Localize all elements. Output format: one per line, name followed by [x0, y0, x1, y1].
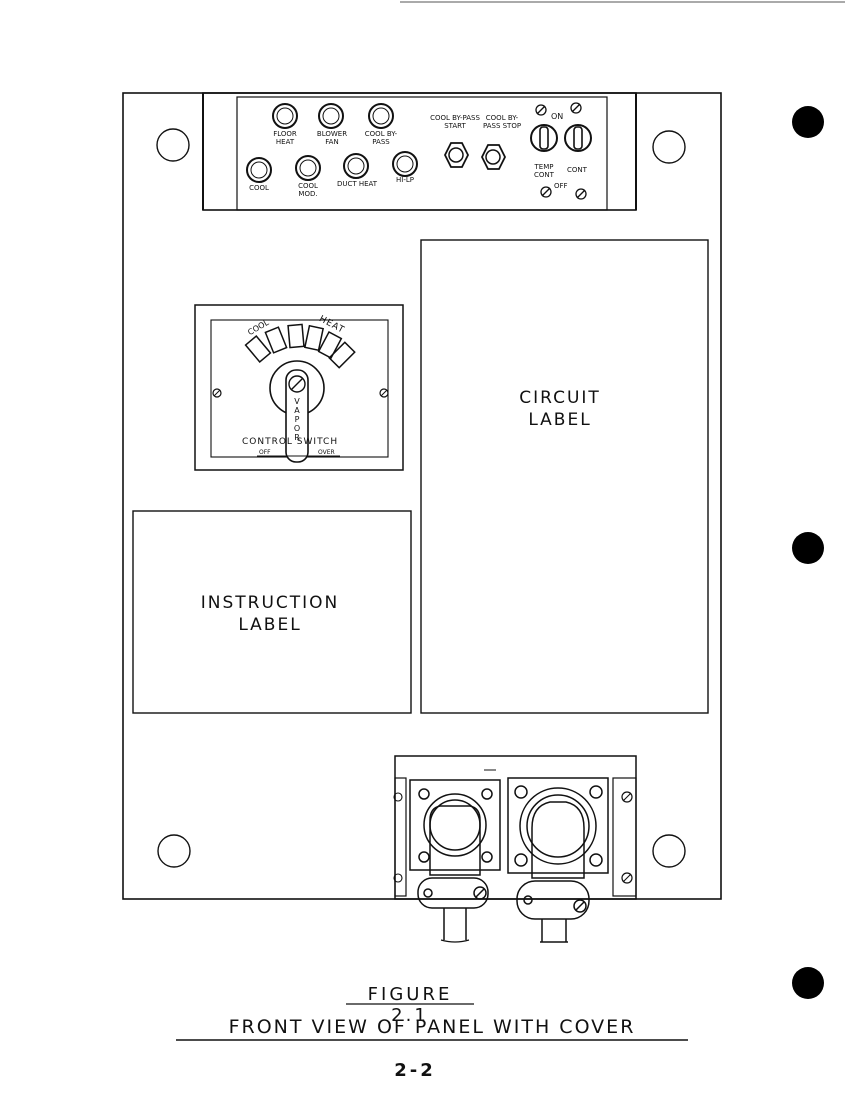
label-hi-lp: HI-LP	[396, 176, 414, 184]
instruction-label-box	[132, 510, 412, 714]
mount-hole-bl	[157, 834, 191, 868]
label-cool-bypass: COOL BY-PASS	[364, 130, 398, 146]
toggle-switch-cont[interactable]	[564, 124, 592, 152]
binder-hole-bottom	[792, 967, 824, 999]
figure-number: FIGURE 2.1	[367, 984, 453, 1026]
circuit-label-text: CIRCUIT LABEL	[519, 388, 601, 430]
indicator-light-cool-bypass	[368, 103, 394, 129]
label-duct-heat: DUCT HEAT	[336, 180, 378, 188]
binder-hole-middle	[792, 532, 824, 564]
top-control-strip	[202, 92, 637, 211]
push-button-bypass-start[interactable]	[443, 142, 470, 168]
push-button-bypass-stop[interactable]	[480, 144, 507, 170]
circuit-label-box	[420, 239, 709, 714]
indicator-light-blower-fan	[318, 103, 344, 129]
figure-title: FRONT VIEW OF PANEL WITH COVER	[228, 1016, 636, 1038]
label-off: OFF	[554, 182, 568, 190]
indicator-light-cool-mod	[295, 155, 321, 181]
label-cool: COOL	[249, 184, 269, 192]
indicator-light-hi-lp	[392, 151, 418, 177]
label-vapor: VAPOR	[293, 397, 301, 442]
label-floor-heat: FLOOR HEAT	[273, 130, 297, 146]
instruction-label-text: INSTRUCTION LABEL	[200, 593, 340, 635]
label-bypass-stop: COOL BY-PASS STOP	[482, 114, 522, 130]
page-number: 2-2	[394, 1060, 436, 1081]
toggle-switch-temp-cont[interactable]	[530, 124, 558, 152]
indicator-light-duct-heat	[343, 153, 369, 179]
connector-housing	[393, 755, 637, 900]
mount-hole-tr	[652, 130, 686, 164]
label-cool-arc: COOL	[246, 317, 271, 338]
label-switch-off: OFF	[259, 449, 271, 456]
label-cool-mod: COOL MOD.	[298, 182, 318, 198]
label-temp-cont: TEMP CONT	[534, 163, 554, 179]
right-cable-connector	[507, 777, 609, 943]
label-bypass-start: COOL BY-PASS START	[430, 114, 480, 130]
binder-hole-top	[792, 106, 824, 138]
label-control-switch: CONTROL SWITCH	[242, 437, 339, 447]
indicator-light-cool	[246, 157, 272, 183]
label-cont: CONT	[567, 166, 587, 174]
mount-hole-br	[652, 834, 686, 868]
rotary-position-indicators	[244, 323, 356, 369]
rotary-selector-knob[interactable]	[269, 360, 325, 463]
label-switch-over: OVER	[318, 449, 335, 456]
label-on: ON	[551, 112, 564, 121]
screw-icon	[535, 102, 587, 200]
indicator-light-floor-heat	[272, 103, 298, 129]
left-cable-connector	[409, 779, 501, 943]
mount-hole-tl	[156, 128, 190, 162]
label-heat-arc: HEAT	[317, 314, 347, 336]
label-blower-fan: BLOWER FAN	[316, 130, 348, 146]
